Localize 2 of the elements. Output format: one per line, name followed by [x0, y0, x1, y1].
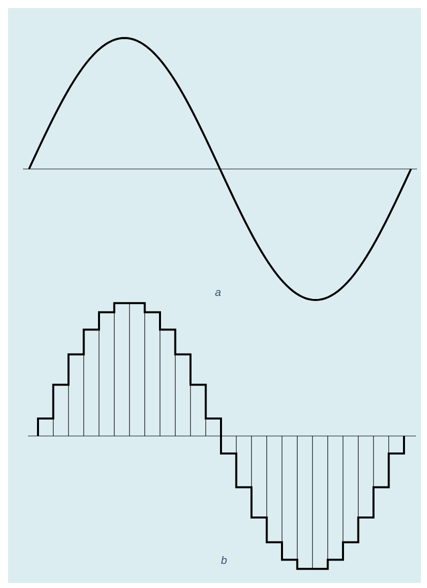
panel-label: b — [221, 556, 227, 564]
panel-label: a — [215, 290, 221, 296]
